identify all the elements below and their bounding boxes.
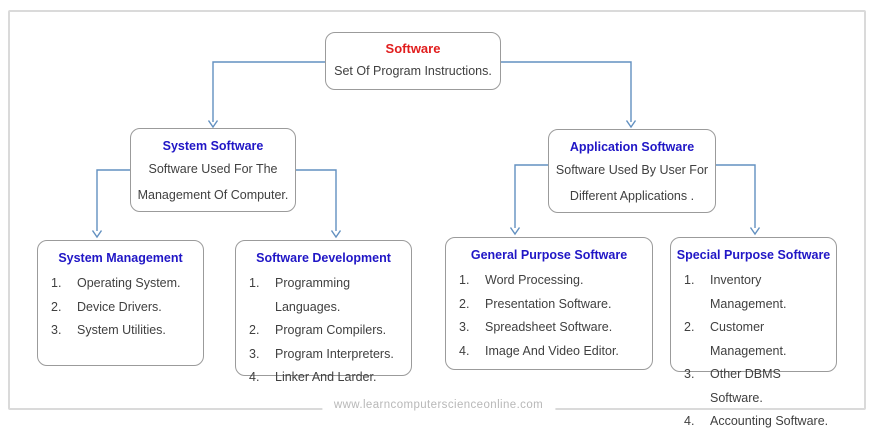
node-description-line: Software Used By User For: [555, 163, 709, 177]
list-item: 3. Program Interpreters.: [236, 343, 411, 367]
node-title: Application Software: [569, 140, 695, 154]
list-item: 1. Programming Languages.: [236, 272, 411, 319]
list-item: 2. Device Drivers.: [38, 296, 203, 320]
node-special-purpose-software: Special Purpose Software 1. Inventory Ma…: [670, 237, 837, 428]
item-text: Programming Languages.: [275, 276, 351, 314]
node-system-management: System Management 1. Operating System. 2…: [37, 240, 204, 366]
node-title: Special Purpose Software: [676, 248, 831, 262]
item-text: Device Drivers.: [77, 299, 162, 314]
item-number: 2.: [249, 323, 260, 337]
item-text: Other DBMS Software.: [710, 367, 781, 405]
item-text: Program Interpreters.: [275, 346, 394, 361]
item-number: 2.: [459, 296, 470, 311]
node-title: System Management: [58, 251, 183, 265]
node-description-line: Software Used For The: [148, 162, 278, 176]
item-text: System Utilities.: [77, 323, 166, 337]
node-system-software: System Software Software Used For The Ma…: [130, 128, 296, 212]
connector-lines: [91, 61, 761, 239]
item-text: Word Processing.: [485, 273, 584, 287]
item-number: 4.: [459, 343, 470, 358]
item-text: Image And Video Editor.: [485, 343, 619, 358]
item-number: 4.: [249, 370, 260, 384]
item-number: 3.: [684, 367, 695, 381]
node-title: Software: [385, 41, 441, 56]
list-item: 3. Other DBMS Software.: [671, 363, 836, 410]
item-number: 1.: [249, 276, 260, 290]
list-item: 4. Linker And Larder.: [236, 366, 411, 390]
node-title: Software Development: [256, 251, 391, 265]
item-number: 1.: [684, 273, 695, 287]
node-software-development: Software Development 1. Programming Lang…: [235, 240, 412, 384]
node-description-line: Management Of Computer.: [137, 188, 289, 202]
list-item: 4. Accounting Software.: [671, 410, 836, 434]
list-item: 1. Word Processing.: [446, 269, 652, 293]
item-text: Operating System.: [77, 276, 181, 290]
list-item: 2. Customer Management.: [671, 316, 836, 363]
item-number: 1.: [459, 273, 470, 287]
list-item: 2. Program Compilers.: [236, 319, 411, 343]
item-number: 3.: [249, 346, 260, 361]
item-text: Program Compilers.: [275, 323, 387, 337]
list-item: 4. Image And Video Editor.: [446, 340, 652, 364]
list-item: 3. System Utilities.: [38, 319, 203, 343]
node-title: General Purpose Software: [470, 248, 628, 262]
item-number: 2.: [51, 299, 62, 314]
website-url: www.learncomputerscienceonline.com: [321, 396, 556, 414]
item-number: 2.: [684, 320, 695, 334]
item-text: Presentation Software.: [485, 296, 612, 311]
node-application-software: Application Software Software Used By Us…: [548, 129, 716, 213]
item-number: 1.: [51, 276, 62, 290]
list-item: 1. Operating System.: [38, 272, 203, 296]
item-text: Inventory Management.: [710, 273, 787, 311]
item-text: Spreadsheet Software.: [485, 320, 613, 334]
list-item: 1. Inventory Management.: [671, 269, 836, 316]
item-number: 4.: [684, 414, 695, 428]
list-item: 2. Presentation Software.: [446, 293, 652, 317]
node-title: System Software: [162, 139, 264, 153]
item-number: 3.: [459, 320, 470, 334]
list-item: 3. Spreadsheet Software.: [446, 316, 652, 340]
node-description: Set Of Program Instructions.: [334, 64, 492, 78]
node-description-line: Different Applications .: [569, 189, 695, 203]
item-text: Linker And Larder.: [275, 370, 377, 384]
node-general-purpose-software: General Purpose Software 1. Word Process…: [445, 237, 653, 370]
node-software-root: Software Set Of Program Instructions.: [325, 32, 501, 90]
item-number: 3.: [51, 323, 62, 337]
item-text: Accounting Software.: [710, 414, 829, 428]
item-text: Customer Management.: [710, 320, 787, 358]
